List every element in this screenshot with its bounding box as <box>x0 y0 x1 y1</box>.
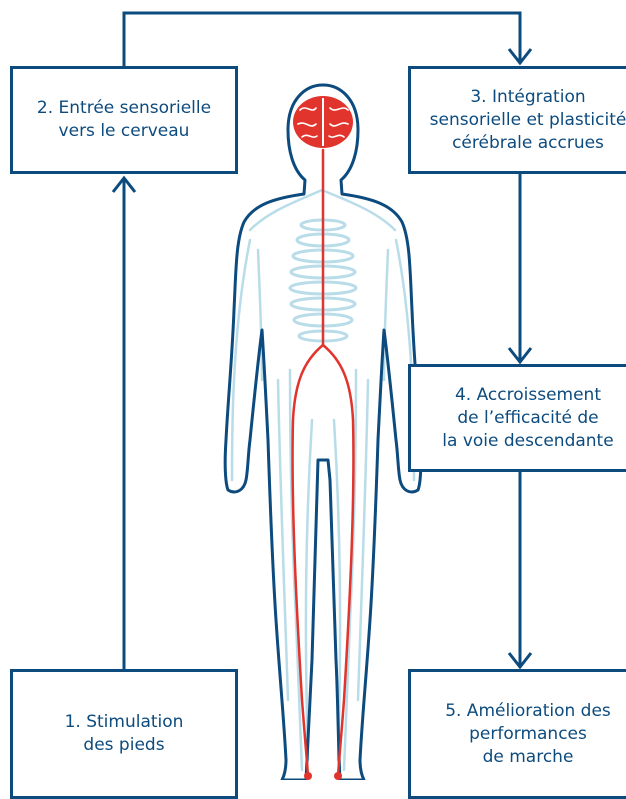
step-2-label: 2. Entrée sensorielle vers le cerveau <box>37 97 211 143</box>
human-body-figure <box>225 85 421 780</box>
step-4-box: 4. Accroissement de l’efficacité de la v… <box>408 364 626 472</box>
step-2-box: 2. Entrée sensorielle vers le cerveau <box>10 66 238 174</box>
right-foot-stimulus-dot <box>334 772 342 780</box>
step-4-label: 4. Accroissement de l’efficacité de la v… <box>442 384 613 453</box>
step-3-label: 3. Intégration sensorielle et plasticité… <box>430 86 626 155</box>
step-3-box: 3. Intégration sensorielle et plasticité… <box>408 66 626 174</box>
left-foot-stimulus-dot <box>304 772 312 780</box>
connector-2-to-3 <box>124 13 520 66</box>
step-5-label: 5. Amélioration des performances de marc… <box>445 700 611 769</box>
step-1-label: 1. Stimulation des pieds <box>65 711 184 757</box>
brain-icon <box>293 96 353 148</box>
